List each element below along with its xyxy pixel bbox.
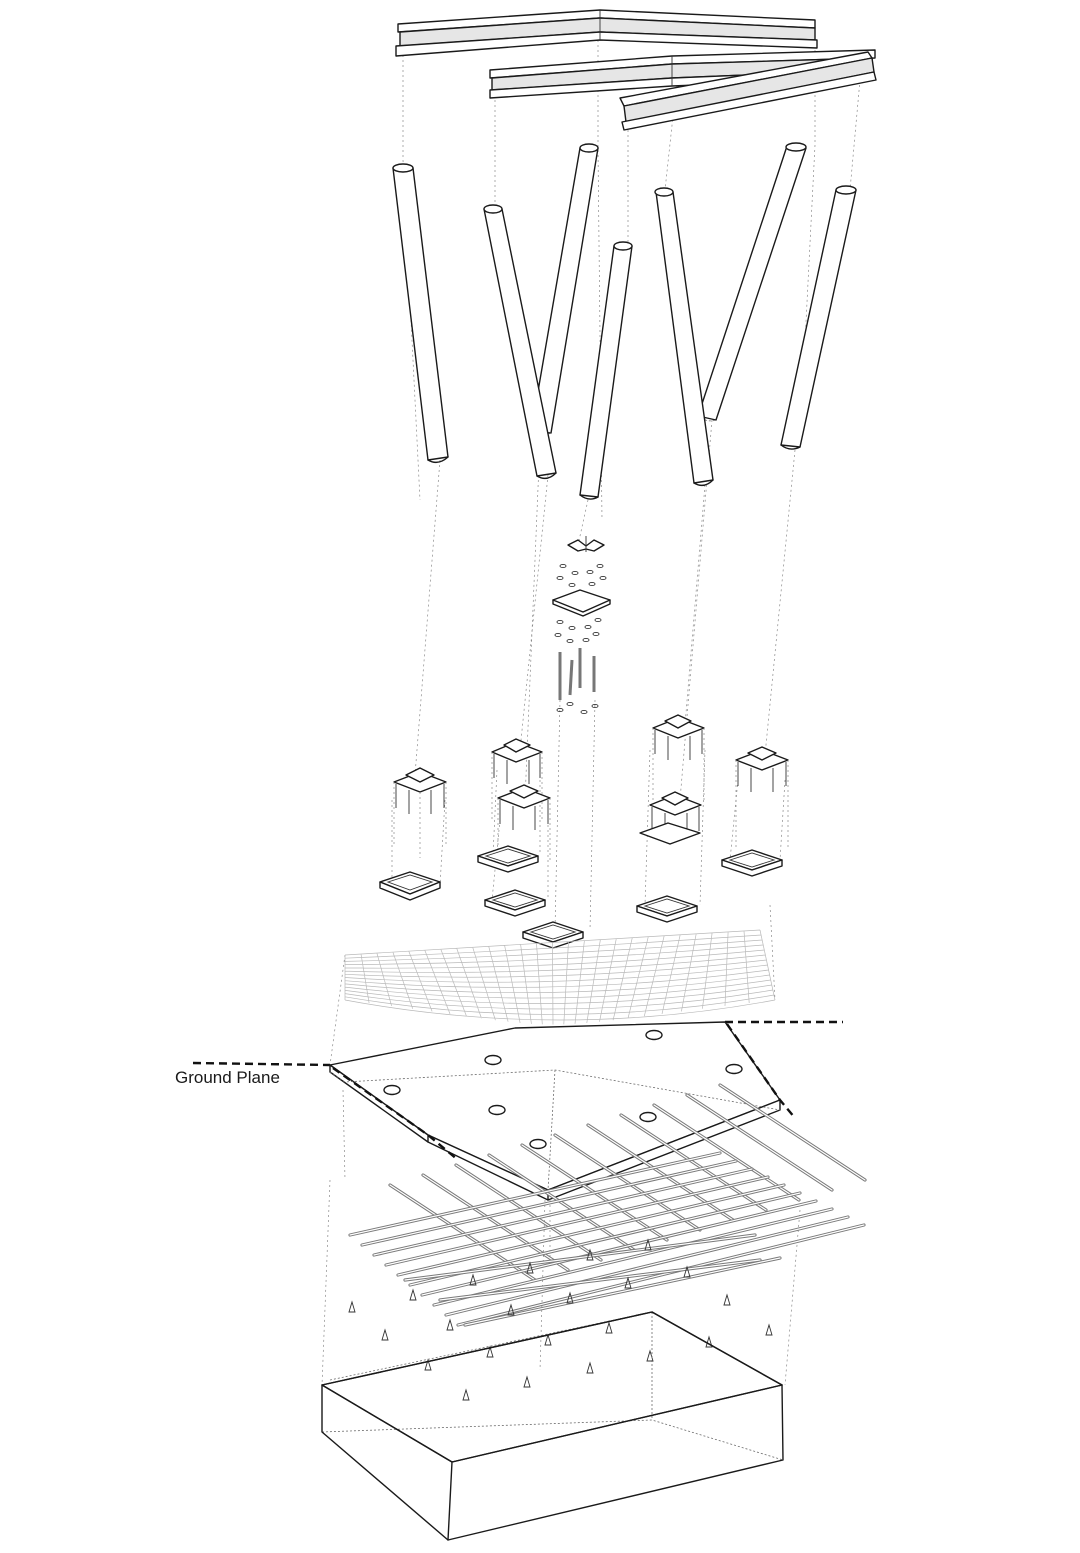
base-connection-5 — [639, 791, 702, 845]
base-connection-6 — [735, 746, 789, 850]
slab-holes — [383, 1029, 743, 1150]
pier-cap-2 — [477, 845, 539, 873]
base-connection-4 — [652, 714, 705, 800]
base-connection-1 — [393, 767, 447, 858]
nut-washers-lower — [554, 617, 602, 644]
rebar-chair — [526, 1261, 534, 1274]
pier-caps — [379, 845, 783, 949]
grid-plane — [344, 929, 776, 1025]
rebar-bar — [686, 1094, 833, 1191]
rebar-chair — [586, 1248, 594, 1261]
rebar-bar — [488, 1154, 635, 1251]
pier-cap-4 — [636, 895, 698, 923]
rebar-bar — [445, 1216, 849, 1316]
rebar-bar — [457, 1224, 865, 1326]
projection-lines — [321, 25, 861, 1386]
gusset-fitting — [567, 536, 605, 552]
rebar-chair — [683, 1265, 691, 1278]
rebar-chair — [486, 1345, 494, 1358]
rebar-bar — [719, 1084, 866, 1181]
rebar-chair — [586, 1361, 594, 1374]
tube-columns — [392, 142, 857, 500]
rebar-bar — [653, 1104, 800, 1201]
rebar-chair — [469, 1273, 477, 1286]
rebar-bar — [464, 1257, 781, 1326]
rebar-chair — [705, 1335, 713, 1348]
rebar-chair — [381, 1328, 389, 1341]
i-beam-1 — [395, 9, 818, 57]
anchor-bolts — [556, 648, 599, 715]
base-connection-2 — [491, 738, 543, 820]
pier-cap-5 — [721, 849, 783, 877]
rebar-mesh — [348, 1083, 867, 1327]
rebar-bar — [554, 1134, 701, 1231]
nut-washers-upper — [556, 563, 607, 588]
rebar-bar — [421, 1200, 817, 1296]
i-beam-3 — [619, 51, 877, 131]
steel-beams — [395, 9, 877, 131]
rebar-chair — [644, 1238, 652, 1251]
ground-plane: Ground Plane — [175, 1020, 843, 1087]
column-1 — [392, 163, 449, 464]
foundation-slab — [329, 1021, 796, 1201]
column-2 — [530, 143, 599, 437]
base-connection-3 — [497, 784, 551, 860]
column-3 — [483, 204, 557, 480]
rebar-chair — [646, 1349, 654, 1362]
rebar-chair — [544, 1333, 552, 1346]
rebar-chair — [566, 1291, 574, 1304]
rebar-bar — [373, 1168, 753, 1256]
column-6 — [654, 187, 714, 487]
rebar-bar — [361, 1160, 737, 1246]
rebar-chairs — [348, 1238, 773, 1401]
column-7 — [780, 185, 857, 450]
rebar-chair — [348, 1300, 356, 1313]
rebar-chair — [446, 1318, 454, 1331]
connection-detail-exploded — [552, 536, 611, 715]
footing-block — [321, 1311, 784, 1541]
rebar-chair — [424, 1358, 432, 1371]
rebar-chair — [605, 1321, 613, 1334]
rebar-bar — [389, 1184, 536, 1281]
column-5 — [697, 142, 807, 422]
rebar-bar — [433, 1208, 833, 1306]
rebar-chair — [462, 1388, 470, 1401]
rebar-bar — [385, 1176, 769, 1266]
rebar-bar — [404, 1234, 756, 1281]
rebar-chair — [723, 1293, 731, 1306]
base-plate — [552, 589, 611, 617]
ground-plane-label: Ground Plane — [175, 1068, 280, 1087]
column-4 — [579, 241, 633, 500]
pier-cap-3 — [484, 889, 546, 917]
rebar-bar — [397, 1184, 785, 1276]
column-base-connections — [393, 714, 789, 860]
rebar-chair — [507, 1303, 515, 1316]
rebar-chair — [523, 1375, 531, 1388]
rebar-bar — [349, 1152, 721, 1236]
rebar-chair — [624, 1276, 632, 1289]
rebar-bar — [439, 1259, 761, 1301]
pier-cap-6 — [522, 921, 584, 949]
rebar-chair — [409, 1288, 417, 1301]
rebar-chair — [765, 1323, 773, 1336]
pier-cap-1 — [379, 871, 441, 901]
